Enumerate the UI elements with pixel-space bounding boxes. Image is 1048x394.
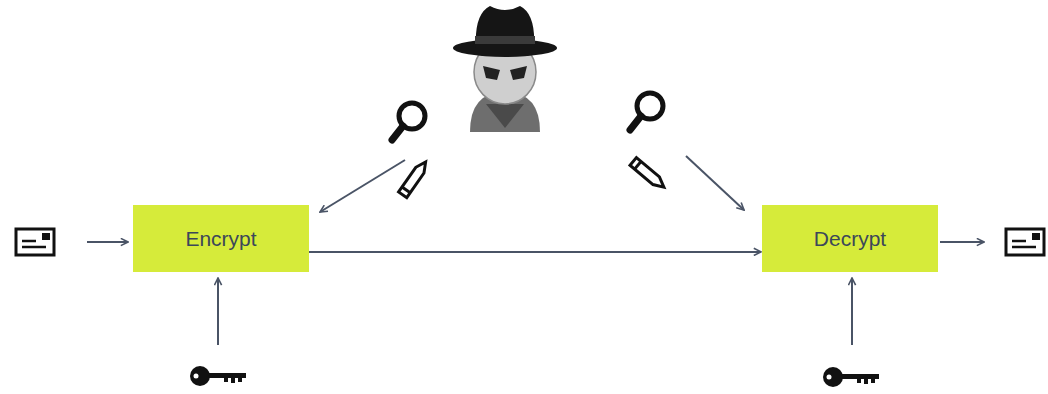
key-tooth xyxy=(871,378,875,383)
attack-arrow xyxy=(686,156,744,210)
key-tooth xyxy=(864,378,868,384)
key-icon xyxy=(823,367,879,387)
envelope-line xyxy=(1012,240,1026,243)
attacker-figure xyxy=(453,6,557,132)
key-tooth xyxy=(238,377,242,382)
box-label: Decrypt xyxy=(814,227,886,251)
modify-pencil xyxy=(399,159,430,198)
envelope-stamp xyxy=(42,233,50,240)
envelope-body xyxy=(1006,229,1044,255)
read-magnifier xyxy=(392,103,425,140)
envelope-body xyxy=(16,229,54,255)
output-arrow xyxy=(940,241,984,243)
key-arrow xyxy=(217,278,219,345)
key-hole xyxy=(827,375,832,380)
key-tooth xyxy=(857,378,861,383)
envelope-stamp xyxy=(1032,233,1040,240)
attack-arrow xyxy=(320,160,405,212)
pencil-band xyxy=(635,161,641,169)
pencil-body xyxy=(399,159,430,198)
key-icon xyxy=(190,366,246,386)
pencil-body xyxy=(630,158,667,191)
envelope-line xyxy=(1012,246,1036,249)
read-magnifier xyxy=(630,93,663,130)
attacker-eye xyxy=(483,66,500,80)
box-label: Encrypt xyxy=(185,227,256,251)
envelope-line xyxy=(22,240,36,243)
magnifier-handle xyxy=(392,126,403,140)
envelope-line xyxy=(22,246,46,249)
attacker-collar xyxy=(486,104,524,128)
input-arrow xyxy=(87,241,128,243)
magnifier-handle xyxy=(630,116,641,130)
pencil-band xyxy=(402,187,410,193)
process-box: Encrypt xyxy=(133,205,309,272)
key-arrow xyxy=(851,278,853,345)
key-tooth xyxy=(224,377,228,382)
data-flow-arrow xyxy=(309,251,761,253)
key-tooth xyxy=(231,377,235,383)
hat-crown xyxy=(476,6,534,48)
hat-band xyxy=(475,36,535,44)
message-envelope xyxy=(16,229,54,255)
modify-pencil xyxy=(630,158,667,191)
message-envelope xyxy=(1006,229,1044,255)
process-box: Decrypt xyxy=(762,205,938,272)
attacker-eye xyxy=(510,66,527,80)
key-hole xyxy=(194,374,199,379)
